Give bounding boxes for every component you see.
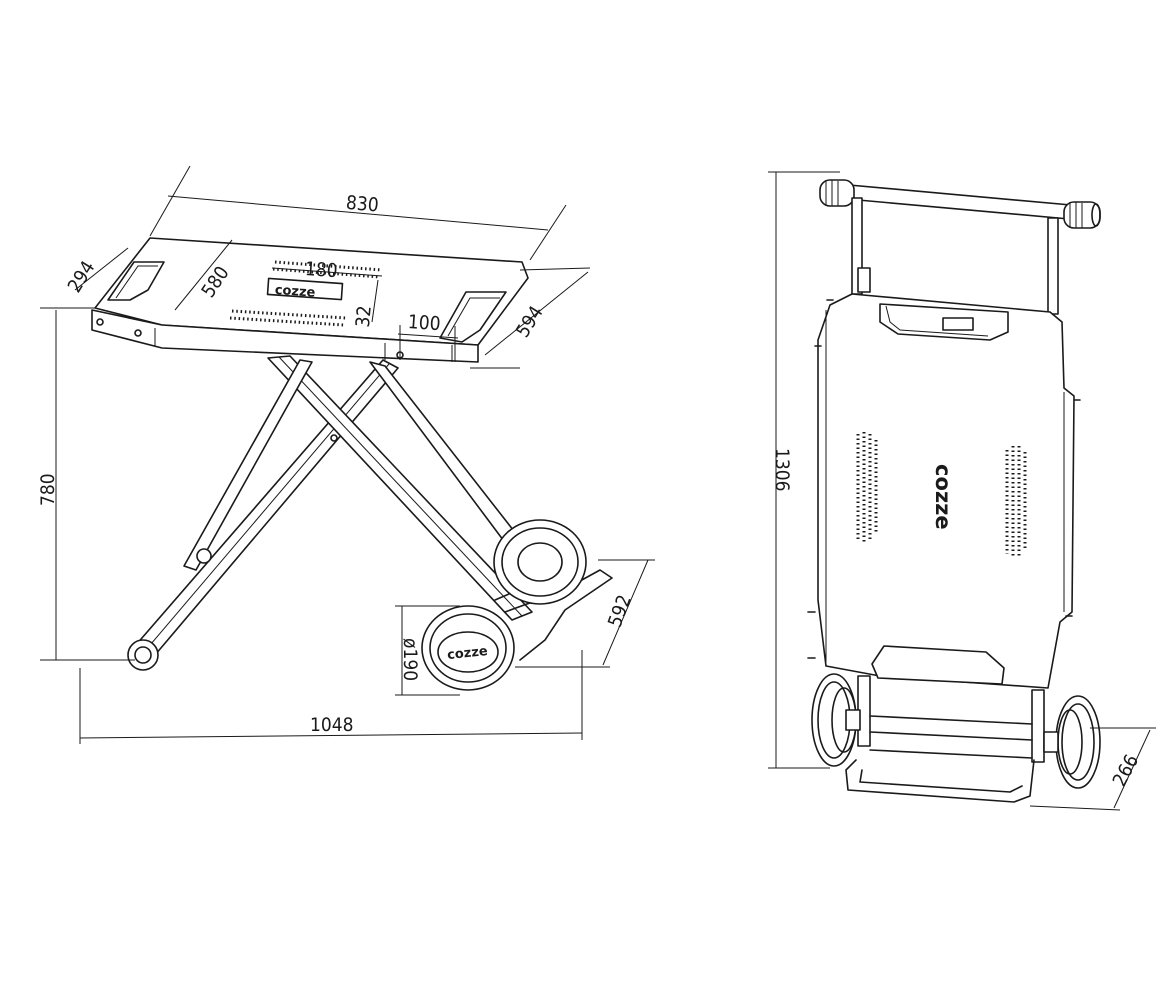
dim-592: 592: [604, 592, 636, 630]
vent-dots-left: [856, 432, 878, 542]
dim-180: 180: [304, 258, 338, 282]
dim-190: ø190: [399, 638, 421, 681]
vent-dots-right: [1005, 446, 1027, 556]
cart-frame: [811, 673, 1101, 803]
table-legs: [127, 355, 561, 671]
vent-dots-bottom: [229, 309, 347, 327]
front-wheel: cozze: [421, 605, 515, 691]
dim-780: 780: [37, 473, 59, 506]
dim-1306: 1306: [771, 448, 793, 492]
panel-logo: cozze: [931, 464, 955, 530]
dim-294: 294: [64, 257, 100, 296]
table-top: cozze: [91, 237, 529, 363]
left-dimension-lines: [40, 165, 655, 744]
dim-594: 594: [512, 302, 548, 341]
table-logo: cozze: [274, 283, 316, 301]
dim-1048: 1048: [310, 714, 354, 736]
right-dimension-lines: [768, 171, 1156, 811]
dim-830: 830: [345, 192, 379, 217]
dim-32: 32: [352, 305, 376, 329]
pull-handle: [819, 179, 1101, 315]
dim-100: 100: [407, 311, 441, 335]
folded-panel: cozze: [807, 293, 1081, 689]
wheel-logo: cozze: [446, 644, 488, 663]
unfolded-table-view: cozze cozze: [37, 165, 655, 744]
vent-dots-top: [272, 260, 383, 279]
rear-wheel: [493, 519, 587, 605]
folded-trolley-view: cozze: [768, 171, 1156, 811]
